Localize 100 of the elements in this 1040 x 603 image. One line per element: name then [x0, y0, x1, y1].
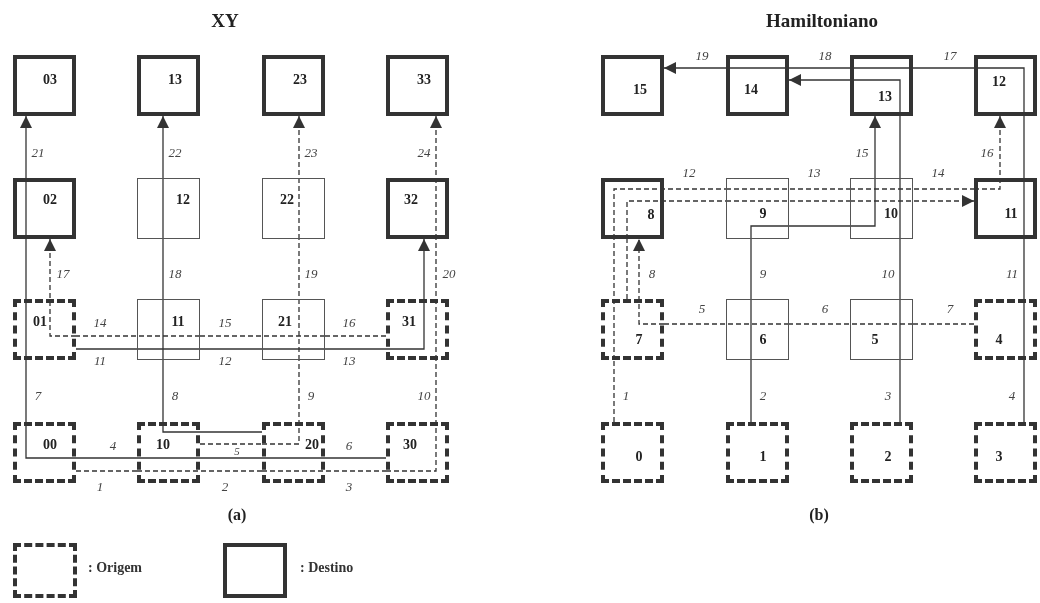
- route-line: [1023, 359, 1025, 423]
- destination-box: [13, 178, 76, 239]
- node-number: 3: [995, 450, 1003, 464]
- channel-number: 17: [56, 266, 70, 280]
- route-arrow: [44, 238, 77, 337]
- route-line: [750, 238, 752, 361]
- channel-number: 5: [698, 301, 706, 315]
- channel-number: 16: [980, 145, 994, 159]
- origin-box: [13, 299, 76, 360]
- channel-number: 15: [218, 315, 232, 329]
- router-box: [726, 299, 789, 360]
- channel-number: 11: [94, 353, 106, 367]
- channel-number: 12: [218, 353, 232, 367]
- node-number: 21: [278, 315, 292, 329]
- route-arrow: [385, 238, 430, 350]
- channel-number: 9: [759, 266, 767, 280]
- channel-number: 19: [695, 48, 709, 62]
- route-line: [324, 457, 387, 459]
- route-arrow: [293, 115, 305, 240]
- channel-number: 4: [109, 438, 117, 452]
- channel-number: 4: [1008, 388, 1016, 402]
- route-line: [75, 348, 138, 350]
- origin-box: [13, 422, 76, 483]
- channel-number: 14: [93, 315, 107, 329]
- node-caption: : Origem: [88, 560, 143, 575]
- destination-box: [137, 55, 200, 116]
- channel-number: 1: [96, 479, 104, 493]
- channel-number: 2: [759, 388, 767, 402]
- channel-number: 3: [884, 388, 892, 402]
- channel-number: 15: [855, 145, 869, 159]
- node-number: 33: [417, 73, 431, 87]
- channel-number: 10: [417, 388, 431, 402]
- panel-caption: (a): [227, 507, 247, 523]
- route-line: [788, 323, 914, 325]
- channel-number: 13: [807, 165, 821, 179]
- origin-box: [850, 422, 913, 483]
- node-number: 10: [884, 207, 898, 221]
- router-box: [850, 299, 913, 360]
- router-box: [262, 178, 325, 239]
- origin-box: [386, 422, 449, 483]
- destination-box: [601, 178, 664, 239]
- route-line: [162, 359, 201, 433]
- destination-box: [601, 55, 664, 116]
- route-line: [75, 335, 201, 337]
- channel-number: 18: [818, 48, 832, 62]
- origin-box: [601, 422, 664, 483]
- channel-number: 20: [442, 266, 456, 280]
- origin-box: [601, 299, 664, 360]
- origin-box: [386, 299, 449, 360]
- route-arrow: [849, 195, 975, 207]
- route-arrow: [157, 115, 169, 240]
- origin-box: [726, 422, 789, 483]
- destination-box: [262, 55, 325, 116]
- channel-number: 16: [342, 315, 356, 329]
- route-line: [899, 238, 901, 361]
- origin-box: [974, 299, 1037, 360]
- route-line: [261, 348, 387, 350]
- solid-box-sample: [223, 543, 287, 598]
- channel-number: 8: [171, 388, 179, 402]
- route-line: [298, 238, 300, 361]
- route-line: [25, 359, 77, 459]
- dashed-box-sample: [13, 543, 77, 598]
- route-line: [199, 443, 263, 445]
- node-number: 20: [305, 438, 319, 452]
- route-line: [626, 238, 628, 300]
- channel-number: 5: [234, 445, 240, 457]
- route-arrow: [633, 238, 665, 325]
- destination-box: [850, 55, 913, 116]
- origin-box: [137, 422, 200, 483]
- route-line: [899, 115, 901, 240]
- route-line: [136, 348, 263, 350]
- channel-number: 7: [34, 388, 42, 402]
- destination-box: [974, 178, 1037, 239]
- node-number: 11: [1004, 207, 1018, 221]
- route-line: [750, 225, 851, 240]
- destination-box: [974, 55, 1037, 116]
- node-number: 0: [635, 450, 643, 464]
- node-number: 13: [878, 90, 892, 104]
- origin-box: [974, 422, 1037, 483]
- route-line: [663, 323, 790, 325]
- channel-number: 9: [307, 388, 315, 402]
- channel-number: 12: [682, 165, 696, 179]
- channel-number: 7: [946, 301, 954, 315]
- origin-box: [262, 422, 325, 483]
- channel-number: 13: [342, 353, 356, 367]
- route-line: [849, 188, 975, 190]
- channel-number: 14: [931, 165, 945, 179]
- node-number: 01: [33, 315, 47, 329]
- channel-number: 11: [1006, 266, 1018, 280]
- route-line: [261, 359, 300, 445]
- router-box: [137, 178, 200, 239]
- channel-number: 22: [168, 145, 182, 159]
- route-line: [912, 323, 975, 325]
- node-number: 00: [43, 438, 57, 452]
- route-line: [199, 457, 326, 459]
- channel-number: 1: [622, 388, 630, 402]
- destination-box: [726, 55, 789, 116]
- channel-number: 23: [304, 145, 318, 159]
- node-number: 4: [995, 333, 1003, 347]
- node-number: 2: [884, 450, 892, 464]
